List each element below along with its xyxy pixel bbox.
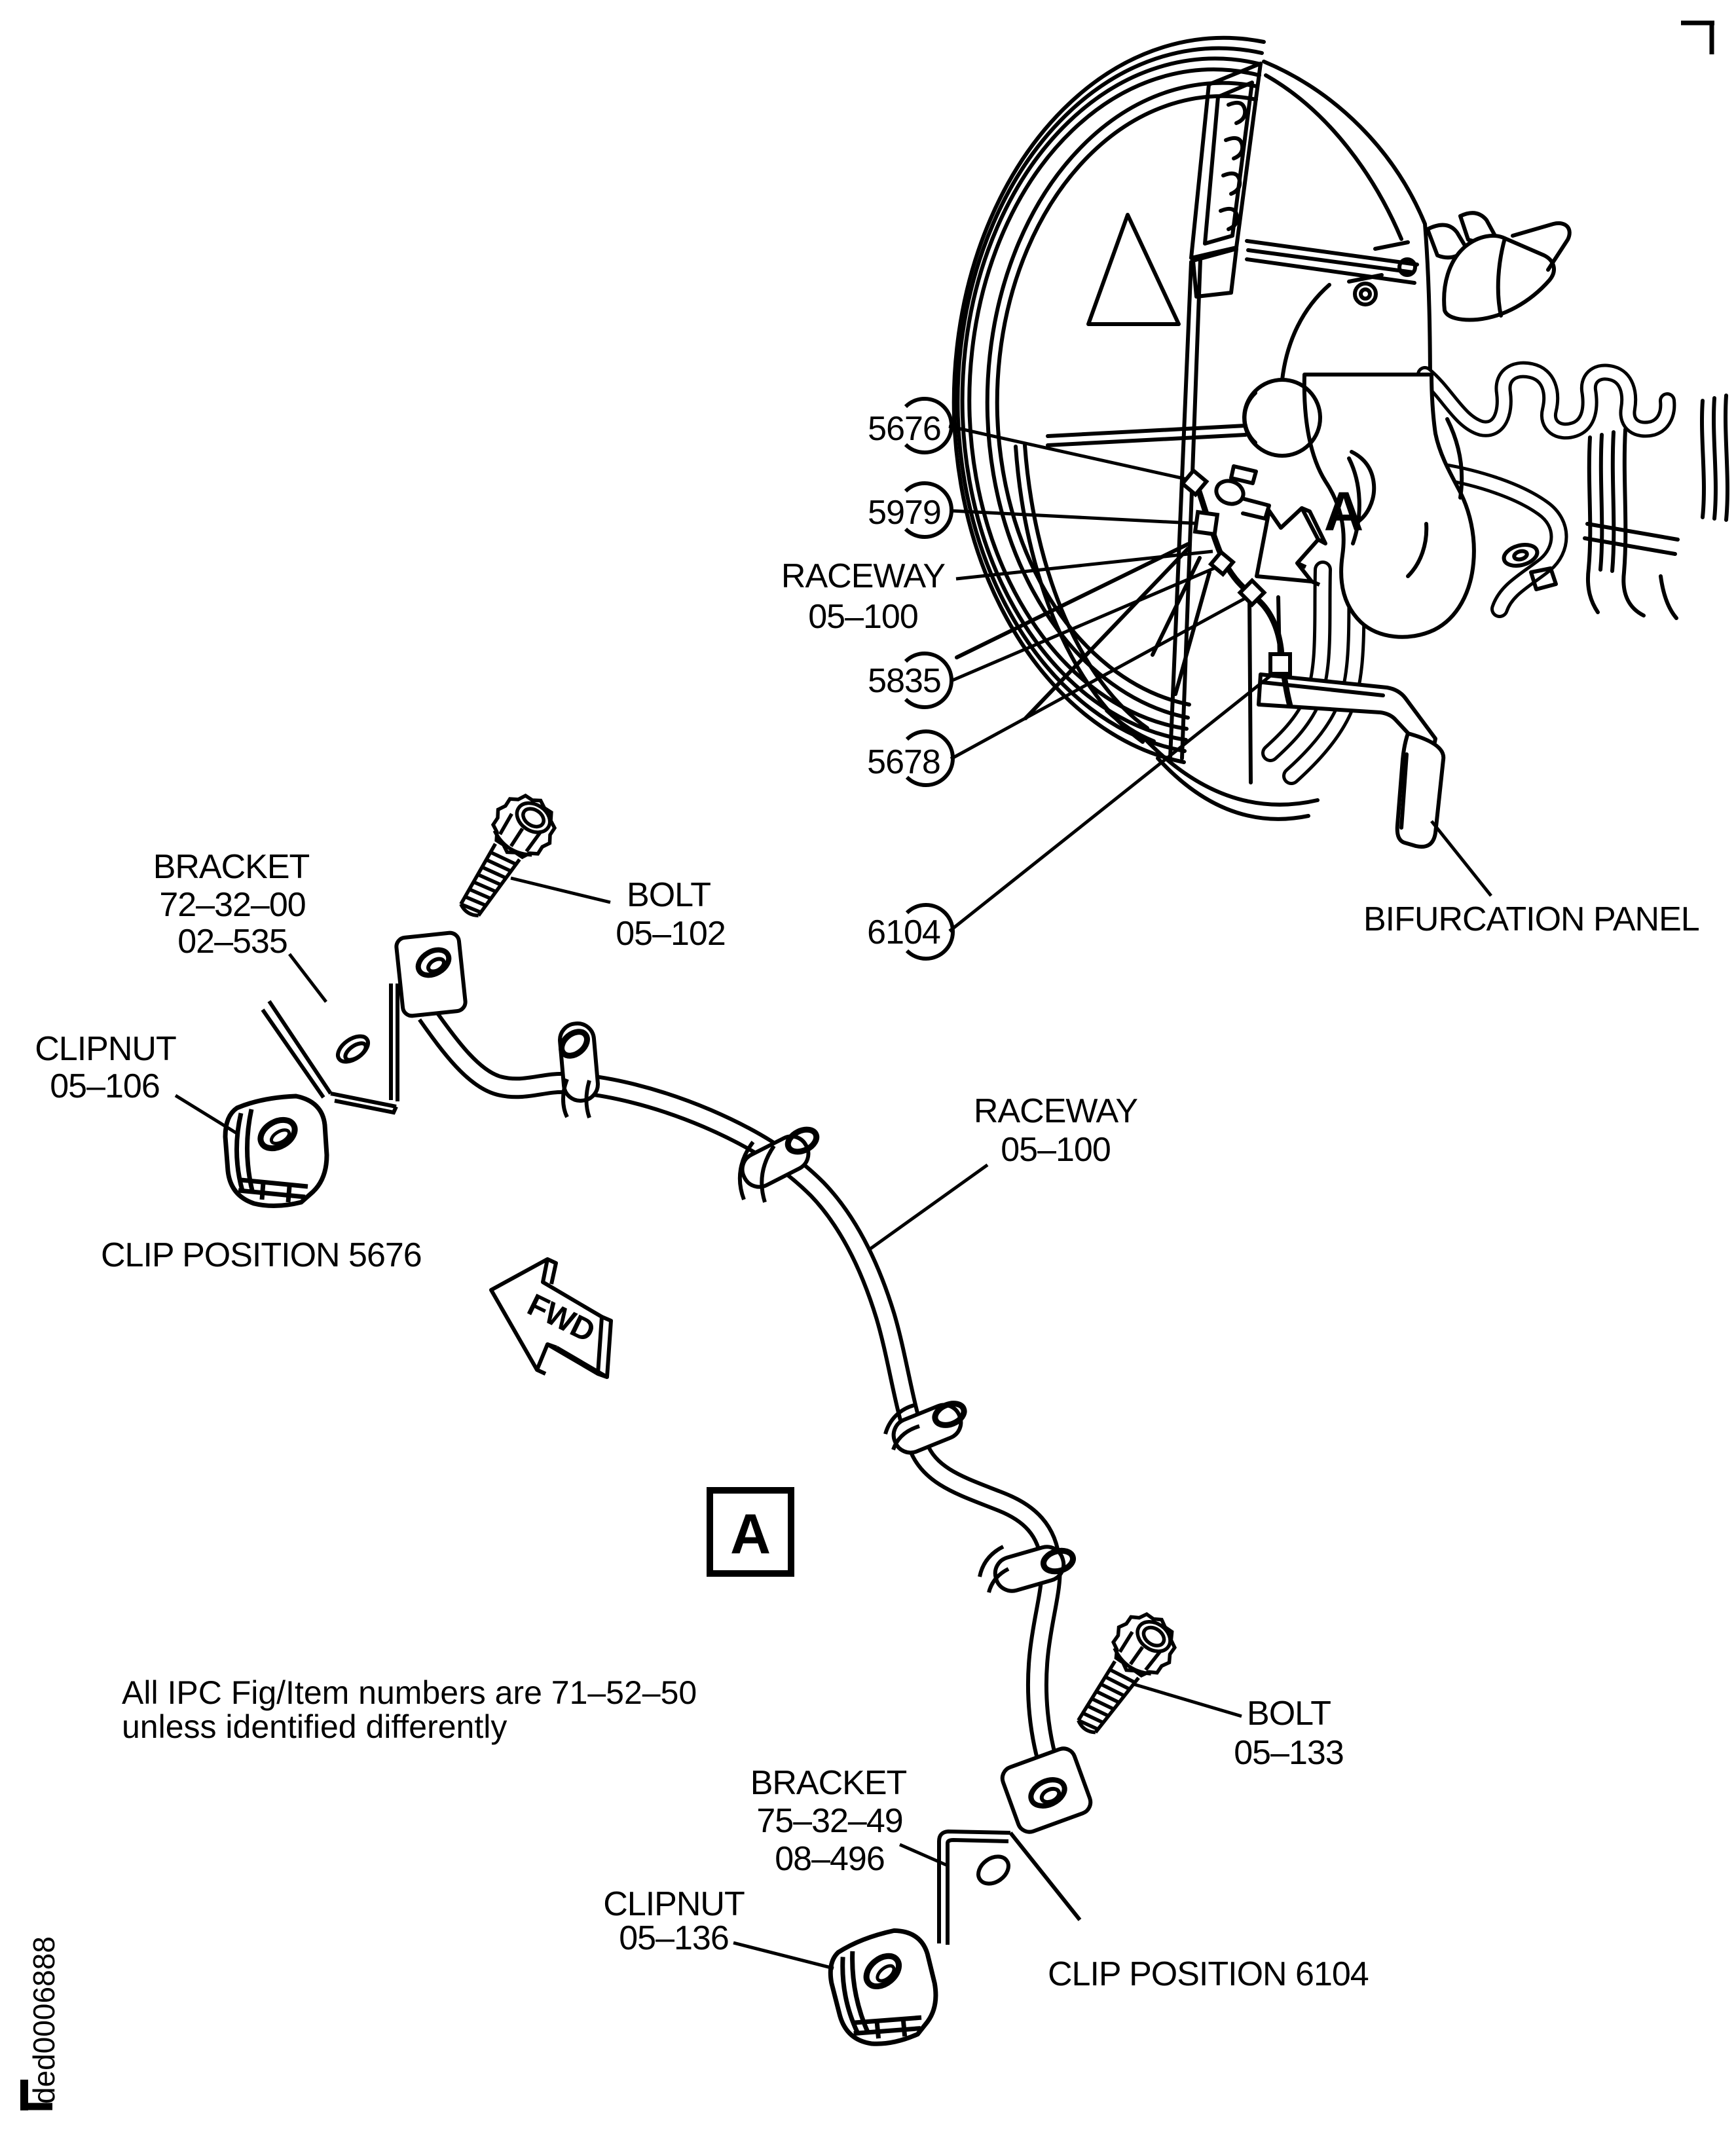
svg-text:5678: 5678 [867,743,940,781]
svg-text:CLIPNUT: CLIPNUT [35,1030,176,1068]
svg-text:02–535: 02–535 [177,923,287,961]
svg-text:5676: 5676 [868,410,941,448]
svg-text:08–496: 08–496 [775,1840,885,1878]
svg-text:unless identified differently: unless identified differently [122,1708,507,1745]
svg-text:05–100: 05–100 [1001,1131,1111,1169]
svg-text:5979: 5979 [868,494,941,532]
svg-text:BOLT: BOLT [1247,1695,1331,1733]
svg-text:75–32–49: 75–32–49 [756,1802,902,1840]
svg-text:6104: 6104 [867,913,940,951]
svg-text:CLIP POSITION 5676: CLIP POSITION 5676 [101,1236,422,1274]
svg-text:BIFURCATION PANEL: BIFURCATION PANEL [1363,900,1699,938]
svg-text:BOLT: BOLT [627,876,711,914]
svg-text:BRACKET: BRACKET [750,1764,907,1802]
svg-text:A: A [1324,481,1364,542]
svg-text:72–32–00: 72–32–00 [159,886,305,924]
svg-text:RACEWAY: RACEWAY [781,557,945,595]
svg-text:CLIPNUT: CLIPNUT [603,1885,745,1923]
svg-text:05–102: 05–102 [616,915,726,953]
svg-text:ded0006888: ded0006888 [27,1936,61,2104]
svg-text:05–136: 05–136 [619,1919,729,1957]
svg-text:A: A [730,1503,771,1566]
svg-text:CLIP POSITION 6104: CLIP POSITION 6104 [1048,1955,1369,1993]
svg-text:BRACKET: BRACKET [153,848,310,886]
svg-text:All IPC Fig/Item numbers are 7: All IPC Fig/Item numbers are 71–52–50 [122,1674,697,1711]
svg-text:05–133: 05–133 [1234,1734,1344,1772]
svg-text:RACEWAY: RACEWAY [974,1092,1137,1130]
svg-text:5835: 5835 [868,662,941,700]
svg-text:05–106: 05–106 [50,1067,160,1105]
svg-text:05–100: 05–100 [808,598,918,636]
